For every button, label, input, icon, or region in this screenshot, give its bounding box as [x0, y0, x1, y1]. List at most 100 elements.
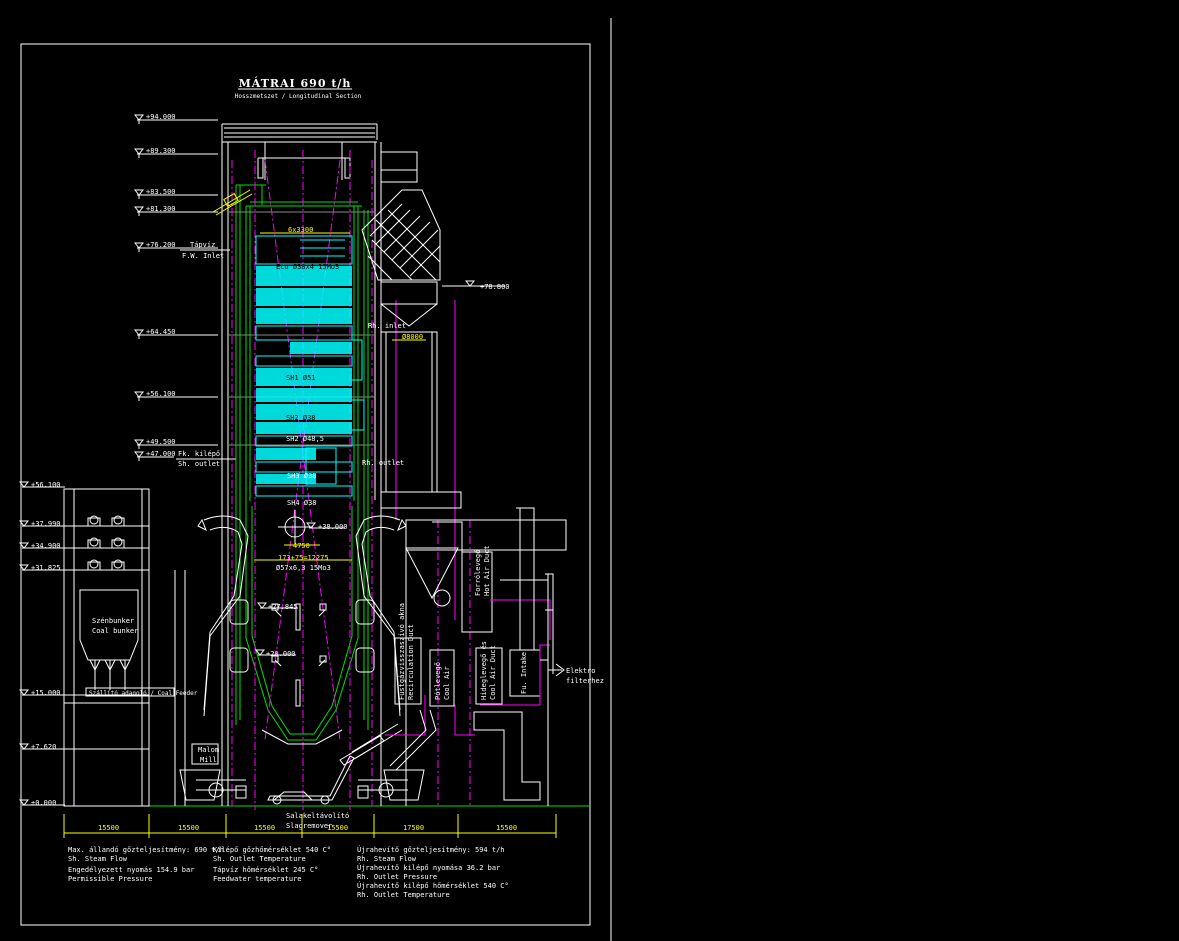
wall-pitch-label: 173+75=12275 [278, 554, 329, 562]
duct2-label-en: Cool Air [443, 666, 451, 700]
feeder-label: Szállító adagoló / Coal Feeder [89, 690, 198, 697]
elevation-marker: +37.990 [18, 520, 65, 528]
elevation-label: +64.450 [146, 328, 176, 336]
bunker-bay: Szénbunker Coal bunker Szállító adagoló … [63, 488, 198, 807]
specs-block: Max. állandó gőzteljesítmény: 690 t/h Sh… [68, 845, 509, 899]
dimension-label: 15500 [496, 824, 517, 832]
feed-pipe [212, 189, 251, 213]
elevation-label: +20.000 [266, 650, 296, 658]
duct2-label: Pótlevegő [433, 662, 442, 700]
spec-item: Engedélyezett nyomás 154.9 bar Permissib… [68, 866, 194, 883]
sh-outlet-label: Fk. kilépő [178, 449, 220, 458]
elevation-label: +83.500 [146, 188, 176, 196]
slag-remover-label: Salakeltávolító [286, 812, 349, 820]
eco-label: Eco Ø38x4 15Mo3 [276, 263, 339, 271]
spec-item: Újrahevítő kilépő hőmérséklet 540 C° Rh.… [357, 881, 509, 899]
dim-side-label: Ø8000 [402, 333, 423, 341]
spec-hu: Engedélyezett nyomás 154.9 bar [68, 866, 194, 874]
elevation-marker: +64.450 [133, 328, 218, 339]
elevation-marker: +38.000 [305, 522, 348, 531]
elevation-label: +7.620 [31, 743, 56, 751]
mill-base [179, 769, 425, 801]
elevation-marker: +47.000 [133, 450, 176, 461]
spec-en: Rh. Outlet Pressure [357, 873, 437, 881]
elevation-marker: +34.900 [18, 542, 65, 550]
duct3-label-en: Cool Air Duct [489, 645, 497, 700]
elevation-label: +56.100 [146, 390, 176, 398]
mill-label: Malom [198, 746, 219, 754]
dim-top-label: 6x3300 [288, 226, 313, 234]
wall-dim-label: Ø57x6,3 15Mo3 [276, 564, 331, 572]
spec-hu: Kilépő gőzhőmérséklet 540 C° [213, 845, 331, 854]
dim-mid-label: 4750 [293, 542, 310, 550]
spec-item: Újrahevítő gőzteljesítmény: 594 t/h Rh. … [357, 845, 505, 863]
elevation-marker: +83.500 [133, 188, 218, 199]
elevation-label: +49.500 [146, 438, 176, 446]
elevation-marker: +27.845 [256, 602, 298, 611]
elevation-label: +78.800 [480, 283, 510, 291]
spec-item: Tápvíz hőmérséklet 245 C° Feedwater temp… [213, 865, 318, 883]
dimension-label: 15500 [254, 824, 275, 832]
elevation-marker: +94.000 [133, 113, 218, 124]
sh1-label: SH1 Ø51 [286, 374, 316, 382]
elevation-label: +81.300 [146, 205, 176, 213]
drawing-subtitle: Hosszmetszet / Longitudinal Section [235, 93, 362, 100]
ef-label-en: filterhez [566, 677, 604, 685]
spec-en: Rh. Steam Flow [357, 855, 417, 863]
mill-box [191, 743, 219, 765]
elevation-marker: +7.620 [18, 743, 65, 751]
rh-hopper [361, 189, 441, 327]
elevation-marker: +76.200 [133, 241, 218, 252]
bunker-label: Szénbunker [92, 617, 134, 625]
dimension-label: 17500 [403, 824, 424, 832]
elevation-label: +15.000 [31, 689, 61, 697]
elevation-label: +37.990 [31, 520, 61, 528]
spec-hu: Újrahevítő kilépő hőmérséklet 540 C° [357, 881, 509, 890]
burner-ducts [196, 515, 408, 799]
spec-hu: Újrahevítő gőzteljesítmény: 594 t/h [357, 845, 505, 854]
dimension-chain: 15500 15500 15500 15500 17500 15500 [63, 814, 557, 838]
sh2b-label: SH2 Ø48,5 [286, 435, 324, 443]
feedwater-label: Tápvíz [190, 241, 215, 249]
duct1-label: Füstgázvisszaszívó akna [398, 603, 406, 700]
spec-item: Max. állandó gőzteljesítmény: 690 t/h Sh… [68, 845, 224, 863]
mill-label-en: Mill [200, 756, 217, 764]
elevation-marker: ±0.000 [18, 799, 65, 807]
elevation-marker: +20.000 [254, 649, 296, 658]
spec-en: Sh. Steam Flow [68, 855, 128, 863]
spec-en: Permissible Pressure [68, 875, 152, 883]
duct1-label-en: Recirculation Duct [407, 624, 415, 700]
spec-en: Sh. Outlet Temperature [213, 855, 306, 863]
elevation-label: +56.100 [31, 481, 61, 489]
sh2-label: SH2 Ø38 [286, 414, 316, 422]
spec-hu: Max. állandó gőzteljesítmény: 690 t/h [68, 845, 224, 854]
elevation-label: +89.300 [146, 147, 176, 155]
spec-en: Feedwater temperature [213, 875, 302, 883]
elevation-label: +76.200 [146, 241, 176, 249]
ef-arrow [548, 663, 565, 677]
elevation-marker: +56.100 [18, 481, 65, 489]
duct4-label: Forrólevegő [473, 550, 482, 596]
left-elevations: +56.100 +37.990 +34.900 +31.825 +15.000 … [18, 481, 65, 807]
duct3-label: Hideglevegő és [479, 641, 488, 700]
elevation-marker: +81.300 [133, 205, 218, 216]
duct4-label-en: Hot Air Duct [483, 545, 491, 596]
slag-remover [267, 723, 403, 805]
elevation-label: +34.900 [31, 542, 61, 550]
sh3-label: SH3 Ø38 [287, 472, 317, 480]
elevation-label: +47.000 [146, 450, 176, 458]
elevation-marker: +56.100 [133, 390, 218, 401]
slag-remover-label-en: Slagremover [286, 822, 332, 830]
heating-surfaces [255, 235, 365, 497]
inner-elevations: +38.000 +27.845 +20.000 [254, 522, 348, 658]
main-elevations: +94.000 +89.300 +83.500 +81.300 +76.200 … [133, 113, 218, 461]
rh-outlet-label: Rh. outlet [362, 459, 404, 467]
elevation-marker: +31.825 [18, 564, 65, 572]
elevation-label: +31.825 [31, 564, 61, 572]
furnace [261, 510, 343, 745]
elevation-marker: +89.300 [133, 147, 218, 158]
elevation-label: ±0.000 [31, 799, 56, 807]
elevation-marker: +15.000 [18, 689, 65, 697]
spec-en: Rh. Outlet Temperature [357, 891, 450, 899]
elevation-marker: +49.500 [133, 438, 218, 449]
